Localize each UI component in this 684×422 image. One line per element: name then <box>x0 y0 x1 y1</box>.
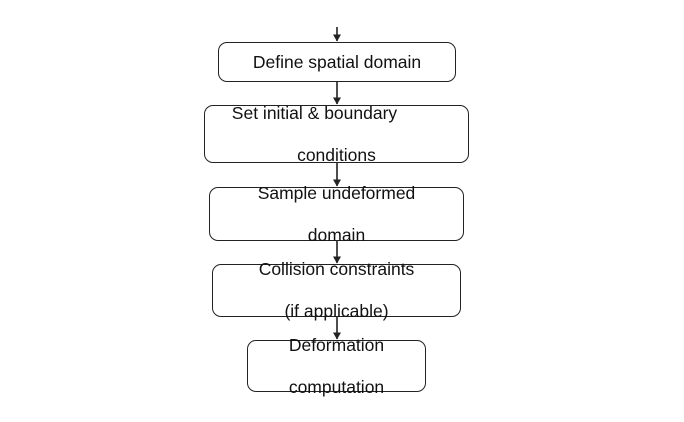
step-label-line-2: conditions <box>297 144 376 165</box>
step-label-line-1: Collision constraints <box>258 259 415 279</box>
step-label-line-2: computation <box>288 376 385 397</box>
step-sample-undeformed-domain: Sample undeformed domain <box>209 183 464 245</box>
step-set-initial-boundary-conditions: Set initial & boundary conditions <box>204 102 469 165</box>
step-label-line-1: Set initial & boundary <box>231 102 398 123</box>
step-label-line-1: Deformation <box>288 334 385 355</box>
step-define-spatial-domain: Define spatial domain <box>218 42 456 82</box>
step-collision-constraints: Collision constraints (if applicable) <box>212 259 461 321</box>
step-label-line-1: Define spatial domain <box>252 51 422 72</box>
step-label-line-2: (if applicable) <box>284 301 389 321</box>
step-label-line-2: domain <box>307 224 366 245</box>
step-label-line-1: Sample undeformed <box>257 182 416 203</box>
step-deformation-computation: Deformation computation <box>247 335 426 397</box>
